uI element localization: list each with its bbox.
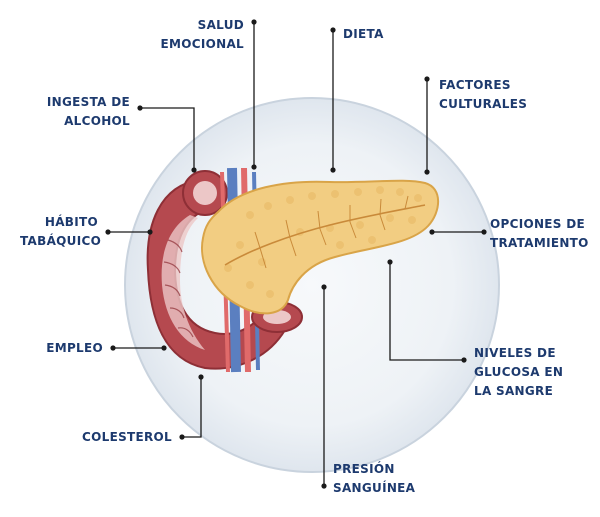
connector-dot-ingesta-alcohol-label [137,105,143,111]
connector-dot-factores-culturales-label [424,76,430,82]
connector-dot-colesterol-label [179,434,185,440]
connector-dot-empleo-label [110,345,116,351]
pancreatic-duct [224,204,426,266]
connector-dot-presion-sanguinea-organ [321,284,327,290]
connector-dots [105,19,487,489]
connector-dot-factores-culturales-organ [424,169,430,175]
connector-dot-dieta-label [330,27,336,33]
connector-dot-niveles-glucosa-label [461,357,467,363]
connector-niveles-glucosa [389,262,464,361]
connector-dot-opciones-tratamiento-label [481,229,487,235]
label-empleo: EMPLEO [46,341,103,355]
connector-dot-opciones-tratamiento-organ [429,229,435,235]
connector-dot-colesterol-organ [198,374,204,380]
connector-dot-salud-emocional-label [251,19,257,25]
connector-dot-niveles-glucosa-organ [387,259,393,265]
connector-dot-habito-tabaquico-label [105,229,111,235]
connector-dot-empleo-organ [161,345,167,351]
connector-dot-salud-emocional-organ [251,164,257,170]
duodenum-ring-top-inner [193,181,217,205]
duodenum-folds [163,239,194,338]
connector-ingesta-alcohol [140,107,195,170]
connector-dot-habito-tabaquico-organ [147,229,153,235]
label-colesterol: COLESTEROL [82,430,172,444]
central-circle [124,97,500,473]
duodenum-inner [161,215,205,350]
organ-illustration [146,167,440,373]
label-dieta: DIETA [343,27,384,41]
connector-dot-dieta-organ [330,167,336,173]
connector-dot-presion-sanguinea-label [321,483,327,489]
connector-dot-ingesta-alcohol-organ [191,167,197,173]
connector-lines [108,22,484,486]
duct-branches [254,195,409,269]
connector-colesterol [182,377,202,438]
